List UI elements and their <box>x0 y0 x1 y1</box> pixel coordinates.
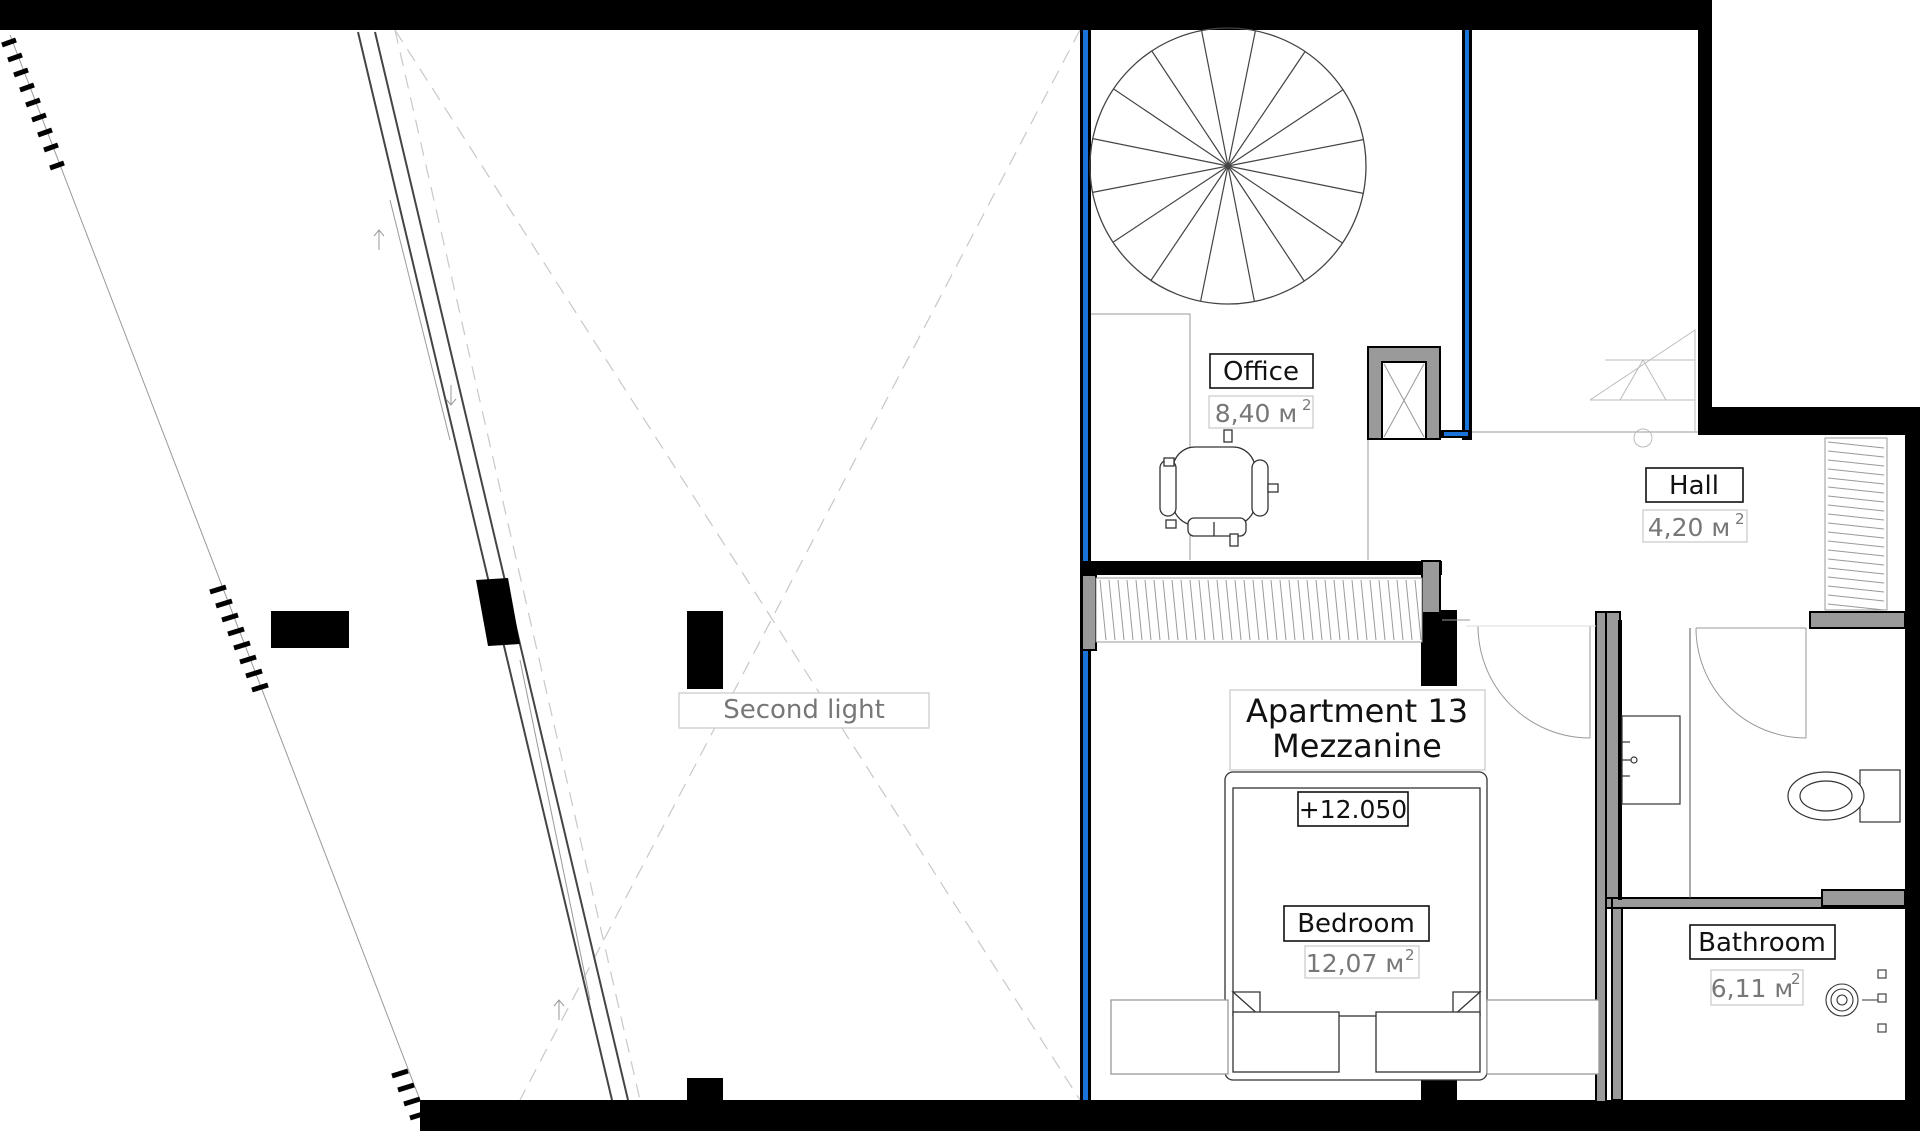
stair-tread <box>1113 88 1229 167</box>
label-apartment-title: Apartment 13 Mezzanine <box>1229 689 1486 771</box>
svg-text:2: 2 <box>1302 396 1312 414</box>
stair-tread <box>1201 30 1229 167</box>
second-light-void <box>394 29 1081 1101</box>
room-area: 4,20 м <box>1648 513 1730 542</box>
room-name: Office <box>1223 357 1299 387</box>
label-level-mark: +12.050 <box>1297 791 1409 827</box>
room-area: 6,11 м <box>1711 974 1793 1003</box>
facade-line <box>9 31 629 1101</box>
stair-tread <box>1112 165 1229 243</box>
toilet-icon <box>1787 769 1901 823</box>
stair-tread <box>1227 165 1364 194</box>
office-furniture <box>1091 313 1698 560</box>
wardrobe-hatch-icon <box>1081 560 1442 651</box>
room-office: Office 8,40 м 2 <box>1208 353 1314 429</box>
room-area: 8,40 м <box>1215 399 1297 428</box>
stair-detail <box>1589 329 1696 448</box>
room-bathroom: Bathroom 6,11 м 2 <box>1689 924 1836 1006</box>
stair-tread <box>1092 138 1229 167</box>
stair-tread <box>1227 139 1364 167</box>
stair-tread <box>1227 165 1343 244</box>
hall-wardrobe <box>1824 437 1888 611</box>
stair-tread <box>1227 165 1305 282</box>
columns <box>271 578 1457 1100</box>
room-name: Bathroom <box>1698 928 1826 958</box>
stair-tread <box>1227 165 1255 302</box>
svg-text:2: 2 <box>1405 946 1415 964</box>
room-name: Hall <box>1669 471 1719 501</box>
stair-treads <box>1092 30 1364 302</box>
spiral-stair-icon <box>1089 27 1367 305</box>
label-second-light: Second light <box>678 692 930 729</box>
room-area: 12,07 м <box>1306 949 1404 978</box>
room-hall: Hall 4,20 м 2 <box>1642 467 1748 543</box>
svg-text:2: 2 <box>1735 510 1745 528</box>
svg-text:+12.050: +12.050 <box>1299 795 1407 824</box>
svg-text:Mezzanine: Mezzanine <box>1272 727 1442 765</box>
stair-tread <box>1151 50 1229 167</box>
shower-drain-icon <box>1825 969 1887 1033</box>
window-ticks <box>1 37 427 1121</box>
shaft <box>1367 346 1441 440</box>
interior-partitions <box>1595 611 1906 1103</box>
stair-tread <box>1227 30 1256 167</box>
svg-text:2: 2 <box>1791 970 1801 988</box>
stair-tread <box>1227 89 1344 167</box>
stair-tread <box>1200 165 1229 302</box>
sink-icon <box>1621 715 1681 805</box>
svg-text:Apartment 13: Apartment 13 <box>1246 692 1468 730</box>
stair-tread <box>1227 51 1306 167</box>
room-bedroom: Bedroom 12,07 м 2 <box>1283 905 1430 979</box>
office-chair-icon <box>1159 429 1279 547</box>
stair-tread <box>1150 165 1229 281</box>
stair-tread <box>1092 165 1229 193</box>
room-name: Bedroom <box>1297 909 1415 939</box>
door-swings <box>1442 619 1807 739</box>
svg-text:Second light: Second light <box>723 695 885 725</box>
